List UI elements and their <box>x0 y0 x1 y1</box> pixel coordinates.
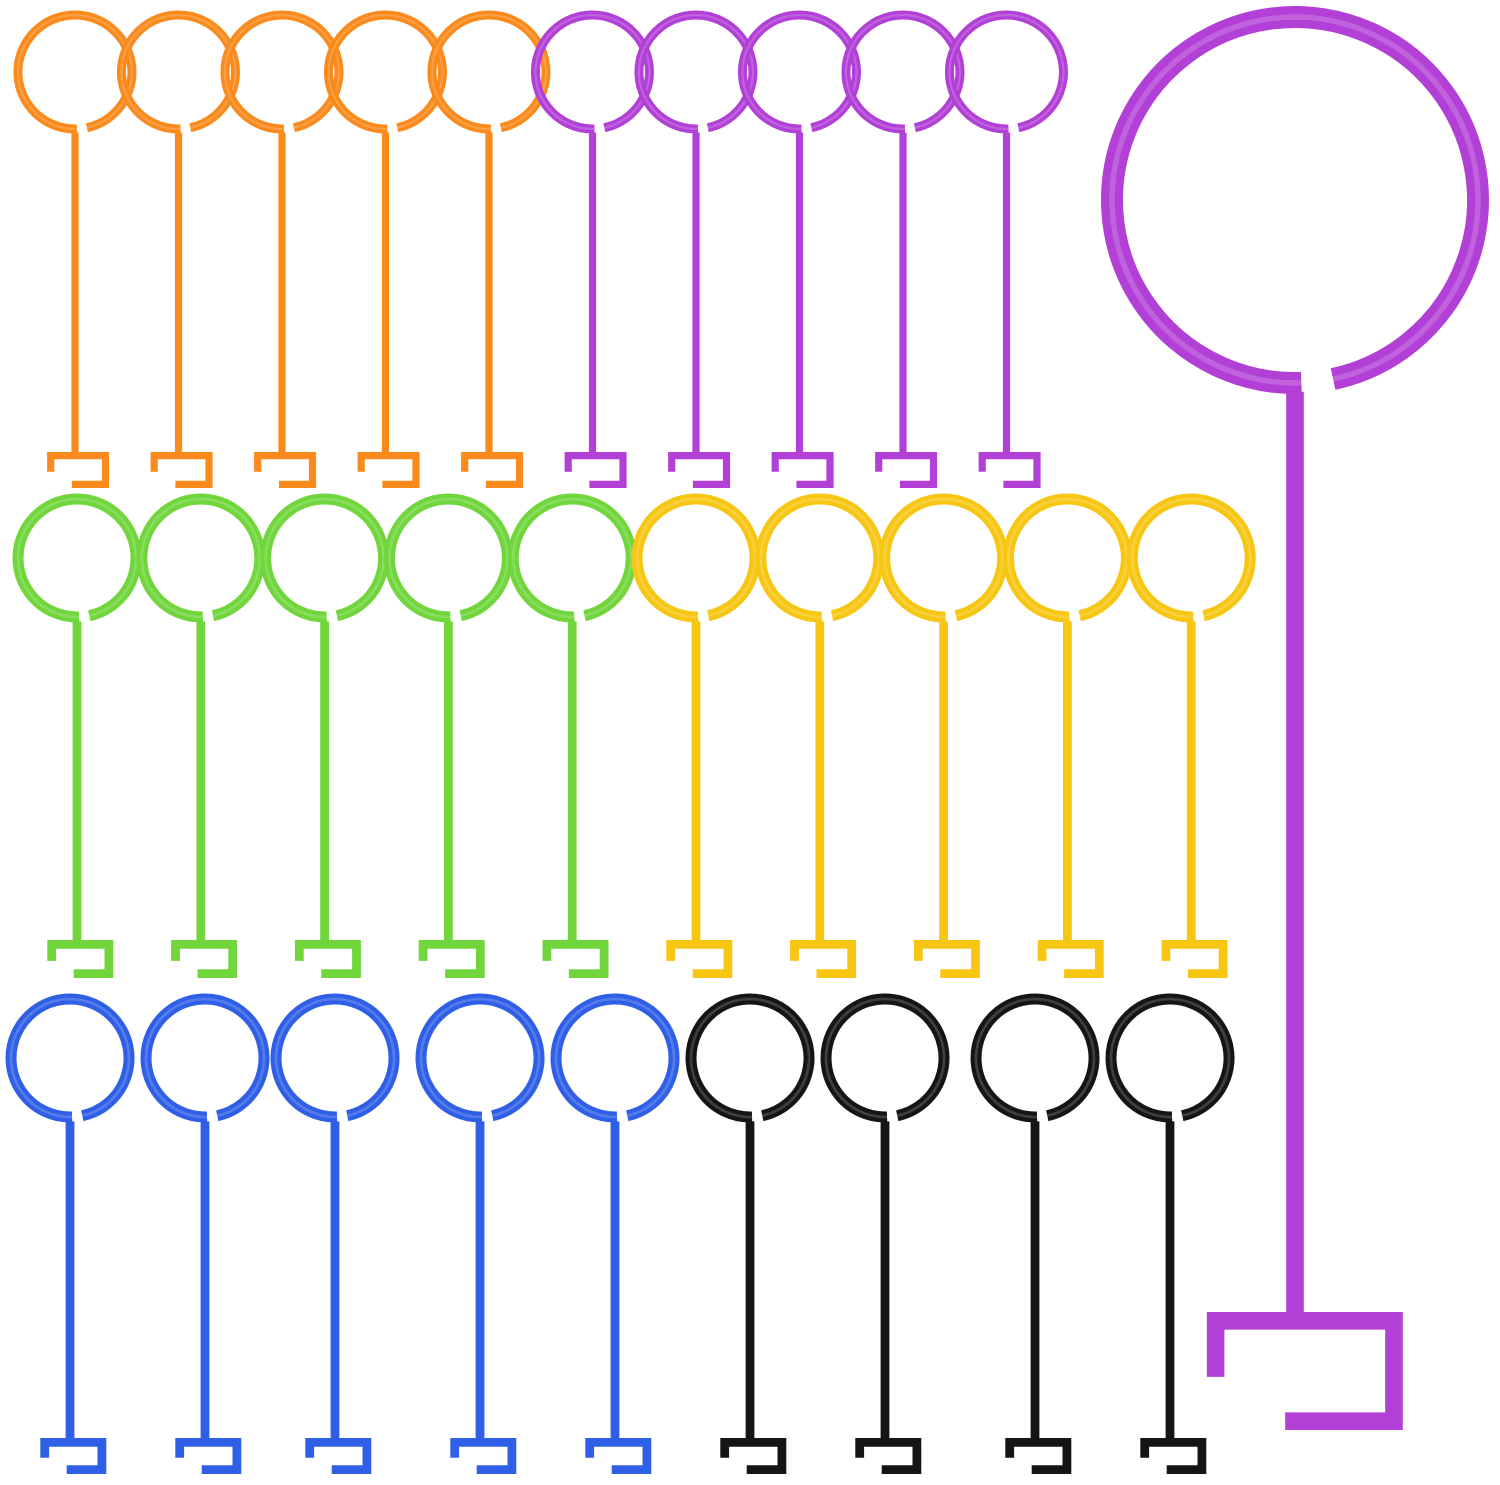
strap <box>507 493 637 978</box>
strap-hook <box>1206 1312 1403 1430</box>
straps-layer <box>5 6 1489 1474</box>
strap-sheen <box>9 997 131 1119</box>
strap-ring <box>507 493 637 623</box>
strap <box>879 493 1009 978</box>
strap-ring <box>970 993 1100 1123</box>
strap-sheen <box>1109 997 1231 1119</box>
strap-row <box>13 10 1068 488</box>
strap-ring <box>140 993 270 1123</box>
strap-ring <box>755 493 885 623</box>
strap-ring <box>1105 993 1235 1123</box>
strap-hook <box>913 940 980 978</box>
strap-hook <box>585 1438 652 1474</box>
strap <box>12 493 142 978</box>
strap-hook <box>40 1438 107 1474</box>
strap-hook <box>47 940 114 978</box>
strap-ring <box>415 993 545 1123</box>
strap-sheen <box>635 497 757 619</box>
strap-ring <box>12 493 142 623</box>
strap-hook <box>978 452 1041 488</box>
strap-ring <box>944 10 1068 134</box>
strap <box>550 993 680 1474</box>
strap-hook <box>294 940 361 978</box>
strap-hook <box>564 452 627 488</box>
strap <box>755 493 885 978</box>
strap <box>260 493 390 978</box>
strap-sheen <box>1007 497 1128 619</box>
strap-hook <box>1140 1438 1207 1474</box>
strap-sheen <box>1109 14 1481 386</box>
strap-hook <box>875 452 938 488</box>
strap-hook <box>855 1438 922 1474</box>
strap-ring <box>1101 6 1489 394</box>
strap-sheen <box>948 13 1065 131</box>
strap-hook <box>418 940 485 978</box>
strap <box>631 493 761 978</box>
strap-ring <box>631 493 761 623</box>
strap <box>383 493 513 978</box>
strap-ring <box>1002 493 1132 623</box>
strap-sheen <box>689 997 811 1119</box>
strap <box>270 993 400 1474</box>
strap-hook <box>666 940 733 978</box>
strap-sheen <box>274 997 396 1119</box>
strap-sheen <box>974 997 1096 1119</box>
strap-hook <box>720 1438 787 1474</box>
strap-sheen <box>419 997 541 1119</box>
strap-hook <box>542 940 609 978</box>
strap-ring <box>270 993 400 1123</box>
strap-hook <box>305 1438 372 1474</box>
strap-ring <box>820 993 950 1123</box>
strap-sheen <box>144 997 266 1119</box>
strap-sheen <box>388 497 509 619</box>
strap-row <box>5 993 1235 1474</box>
strap-ring <box>260 493 390 623</box>
strap-ring <box>1126 493 1256 623</box>
strap-ring <box>879 493 1009 623</box>
strap-hook <box>668 452 731 488</box>
strap <box>415 993 545 1474</box>
strap-hook <box>357 452 420 488</box>
strap-sheen <box>140 497 262 619</box>
strap <box>140 993 270 1474</box>
strap-hook <box>47 452 110 488</box>
strap-hook <box>150 452 213 488</box>
strap <box>1002 493 1132 978</box>
strap <box>5 993 135 1474</box>
strap-sheen <box>16 497 138 619</box>
strap-ring <box>550 993 680 1123</box>
strap-sheen <box>883 497 1004 619</box>
strap <box>1126 493 1256 978</box>
strap <box>136 493 266 978</box>
strap-hook <box>175 1438 242 1474</box>
strap-hook <box>771 452 834 488</box>
strap <box>1105 993 1235 1474</box>
strap-row <box>12 493 1256 978</box>
strap-sheen <box>759 497 881 619</box>
strap-hook <box>171 940 238 978</box>
featured-strap <box>1101 6 1489 1430</box>
strap-hook <box>1161 940 1228 978</box>
strap-ring <box>136 493 266 623</box>
strap-sheen <box>264 497 385 619</box>
strap-ring <box>5 993 135 1123</box>
strap-hook <box>450 1438 517 1474</box>
strap-hook <box>1005 1438 1072 1474</box>
strap-ring <box>383 493 513 623</box>
strap-hook <box>1037 940 1104 978</box>
strap <box>970 993 1100 1474</box>
strap <box>685 993 815 1474</box>
strap-sheen <box>554 997 676 1119</box>
strap-sheen <box>511 497 633 619</box>
strap-hook <box>254 452 317 488</box>
strap <box>944 10 1068 488</box>
strap-sheen <box>1130 497 1252 619</box>
strap <box>820 993 950 1474</box>
strap-hook <box>461 452 524 488</box>
strap-ring <box>685 993 815 1123</box>
strap-sheen <box>824 997 946 1119</box>
strap-hook <box>790 940 857 978</box>
